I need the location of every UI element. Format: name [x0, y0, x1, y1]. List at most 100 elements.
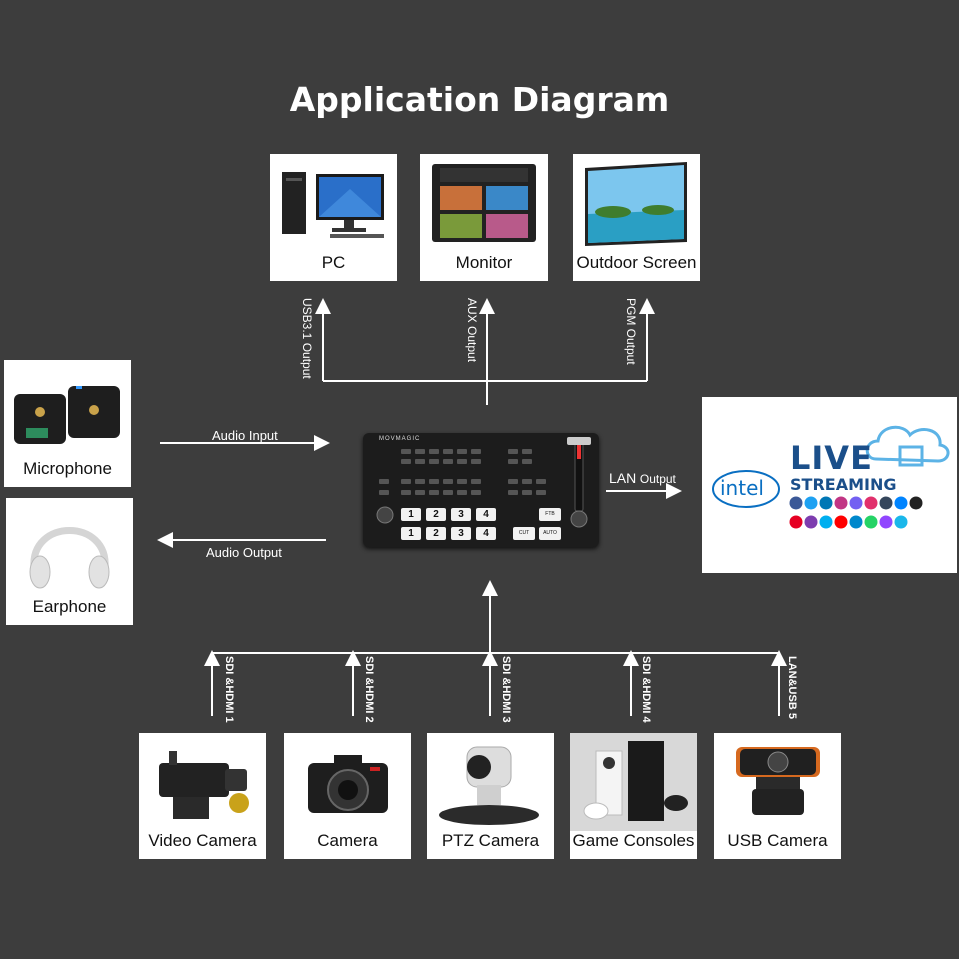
camera-label: Camera [317, 831, 378, 850]
preview-key-4[interactable]: 4 [476, 527, 496, 540]
device-key [471, 449, 481, 454]
device-key [508, 449, 518, 454]
device-key [443, 479, 453, 484]
device-key [471, 459, 481, 464]
vimeo-icon [894, 515, 908, 529]
camera-card: Camera [284, 733, 411, 859]
device-key [379, 479, 389, 484]
usb-camera-label: USB Camera [727, 831, 828, 850]
microphone-card: Microphone [4, 360, 131, 487]
microphone-label: Microphone [23, 459, 112, 478]
auto-button[interactable]: AUTO [539, 527, 561, 540]
live-streaming-panel: intel LIVE STREAMING [702, 397, 957, 573]
input-3-label: SDI &HDMI 3 [500, 656, 512, 723]
device-key [443, 490, 453, 495]
left-knob-icon [376, 506, 394, 524]
whatsapp-icon [864, 515, 878, 529]
input-4-label: SDI &HDMI 4 [640, 656, 652, 723]
page-title: Application Diagram [289, 80, 670, 119]
device-key [508, 479, 518, 484]
device-key [471, 490, 481, 495]
device-key [429, 449, 439, 454]
outdoor-screen-card: Outdoor Screen [573, 154, 700, 281]
lan-output-word: Output [639, 472, 676, 486]
earphone-label: Earphone [32, 597, 107, 616]
video-camera-label: Video Camera [148, 831, 257, 850]
device-key [401, 459, 411, 464]
lan-output-label: LAN Output [609, 470, 676, 486]
pgm-output-label: PGM Output [624, 298, 638, 365]
outdoor-screen-label: Outdoor Screen [576, 253, 697, 272]
device-key [429, 459, 439, 464]
device-key [415, 459, 425, 464]
device-key [457, 449, 467, 454]
youtube-icon [834, 515, 848, 529]
linkedin-icon [819, 496, 833, 510]
device-key [401, 479, 411, 484]
device-key [415, 479, 425, 484]
messenger-icon [894, 496, 908, 510]
usb-camera-card: USB Camera [714, 733, 841, 859]
viber-icon [849, 496, 863, 510]
dribbble-icon [864, 496, 878, 510]
device-key [415, 490, 425, 495]
device-key [536, 479, 546, 484]
lan-word: LAN [609, 470, 637, 486]
game-console-icon [570, 733, 697, 831]
ftb-button[interactable]: FTB [539, 508, 561, 521]
preview-key-2[interactable]: 2 [426, 527, 446, 540]
camera-icon [308, 755, 388, 813]
ptz-camera-label: PTZ Camera [441, 831, 540, 850]
pc-label: PC [321, 253, 346, 272]
device-key [429, 479, 439, 484]
device-key [471, 479, 481, 484]
pc-card: PC [270, 154, 397, 281]
preview-key-3[interactable]: 3 [451, 527, 471, 540]
twitch-icon [879, 515, 893, 529]
preview-key-1[interactable]: 1 [401, 527, 421, 540]
device-key [443, 449, 453, 454]
ptz-camera-card: PTZ Camera [427, 733, 554, 859]
usb-camera-icon [736, 747, 820, 815]
telegram-icon [849, 515, 863, 529]
input-1-label: SDI &HDMI 1 [223, 656, 235, 723]
device-key [457, 490, 467, 495]
live-text: LIVE [790, 439, 873, 477]
earphone-card: Earphone [6, 498, 133, 625]
earphone-icon [29, 527, 110, 589]
video-camera-icon [159, 751, 249, 819]
device-key [522, 490, 532, 495]
audio-output-label: Audio Output [206, 545, 282, 560]
arrow-icon [909, 496, 923, 510]
device-key [522, 459, 532, 464]
device-key [522, 449, 532, 454]
device-key [415, 449, 425, 454]
device-key [443, 459, 453, 464]
social-icons [789, 496, 923, 529]
device-key [401, 490, 411, 495]
instagram-icon [834, 496, 848, 510]
microphone-icon [14, 386, 120, 444]
device-key [522, 479, 532, 484]
game-consoles-card: Game Consoles [570, 733, 697, 859]
video-camera-card: Video Camera [139, 733, 266, 859]
monitor-icon [432, 164, 536, 242]
cut-button[interactable]: CUT [513, 527, 535, 540]
device-key [508, 490, 518, 495]
pc-icon [282, 172, 384, 238]
device-key [379, 490, 389, 495]
device-key [536, 490, 546, 495]
game-consoles-label: Game Consoles [572, 831, 695, 850]
program-key-3[interactable]: 3 [451, 508, 471, 521]
device-brand: MOVMAGIC [379, 436, 421, 442]
device-key [457, 459, 467, 464]
monitor-label: Monitor [455, 253, 513, 272]
facebook-icon [789, 496, 803, 510]
twitter-icon [804, 496, 818, 510]
program-key-2[interactable]: 2 [426, 508, 446, 521]
t-bar-icon [567, 437, 591, 528]
program-key-1[interactable]: 1 [401, 508, 421, 521]
monitor-card: Monitor [420, 154, 548, 281]
audio-input-label: Audio Input [212, 428, 278, 443]
program-key-4[interactable]: 4 [476, 508, 496, 521]
